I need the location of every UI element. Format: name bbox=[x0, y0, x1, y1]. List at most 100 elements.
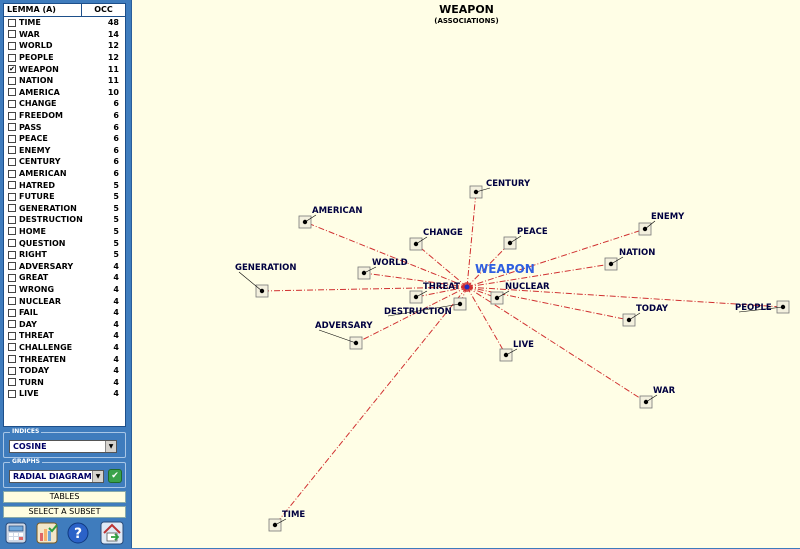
lemma-checkbox[interactable] bbox=[8, 169, 16, 178]
lemma-checkbox[interactable] bbox=[8, 123, 16, 132]
node-century[interactable]: CENTURY bbox=[469, 179, 531, 199]
help-icon[interactable]: ? bbox=[66, 521, 90, 545]
calculator-icon[interactable] bbox=[4, 521, 28, 545]
indices-select[interactable]: COSINE ▼ bbox=[9, 440, 117, 453]
node-nation[interactable]: NATION bbox=[604, 248, 655, 271]
node-generation[interactable]: GENERATION bbox=[235, 263, 296, 298]
select-subset-button[interactable]: SELECT A SUBSET bbox=[3, 506, 126, 518]
lemma-occ: 6 bbox=[113, 111, 119, 121]
lemma-checkbox[interactable] bbox=[8, 76, 16, 85]
node-nuclear[interactable]: NUCLEAR bbox=[490, 282, 550, 305]
lemma-checkbox[interactable] bbox=[8, 285, 16, 294]
checkmark-icon[interactable]: ✔ bbox=[108, 469, 122, 483]
lemma-checkbox[interactable] bbox=[8, 99, 16, 108]
lemma-checkbox[interactable] bbox=[8, 215, 16, 224]
occ-column-header[interactable]: OCC bbox=[94, 5, 113, 14]
lemma-checkbox[interactable] bbox=[8, 297, 16, 306]
lemma-checkbox[interactable] bbox=[8, 262, 16, 271]
node-enemy[interactable]: ENEMY bbox=[638, 212, 685, 236]
node-today[interactable]: TODAY bbox=[622, 304, 669, 327]
lemma-checkbox[interactable]: ✔ bbox=[8, 64, 16, 74]
lemma-checkbox[interactable] bbox=[8, 41, 16, 50]
chevron-down-icon[interactable]: ▼ bbox=[92, 471, 103, 482]
node-adversary[interactable]: ADVERSARY bbox=[315, 321, 373, 350]
lemma-checkbox[interactable] bbox=[8, 192, 16, 201]
lemma-checkbox[interactable] bbox=[8, 204, 16, 213]
bar-chart-icon[interactable] bbox=[35, 521, 59, 545]
lemma-checkbox[interactable] bbox=[8, 389, 16, 398]
lemma-checkbox[interactable] bbox=[8, 308, 16, 317]
graphs-select[interactable]: RADIAL DIAGRAM ▼ bbox=[9, 470, 104, 483]
node-destruction[interactable]: DESTRUCTION bbox=[384, 297, 467, 317]
node-peace[interactable]: PEACE bbox=[503, 227, 548, 250]
lemma-checkbox[interactable] bbox=[8, 88, 16, 97]
lemma-checkbox[interactable] bbox=[8, 366, 16, 375]
lemma-checkbox[interactable] bbox=[8, 331, 16, 340]
lemma-checkbox[interactable] bbox=[8, 320, 16, 329]
tables-button[interactable]: TABLES bbox=[3, 491, 126, 503]
node-change[interactable]: CHANGE bbox=[409, 228, 463, 251]
lemma-checkbox[interactable] bbox=[8, 378, 16, 387]
node-people[interactable]: PEOPLE bbox=[735, 300, 790, 314]
lemma-checkbox[interactable] bbox=[8, 146, 16, 155]
node-threat[interactable]: THREAT bbox=[409, 282, 460, 304]
lemma-checkbox[interactable] bbox=[8, 355, 16, 364]
lemma-checkbox[interactable] bbox=[8, 250, 16, 259]
node-time[interactable]: TIME bbox=[268, 510, 305, 532]
lemma-checkbox[interactable] bbox=[8, 273, 16, 282]
node-american[interactable]: AMERICAN bbox=[298, 206, 362, 229]
lemma-checkbox[interactable] bbox=[8, 227, 16, 236]
lemma-checkbox[interactable] bbox=[8, 111, 16, 120]
lemma-checkbox[interactable] bbox=[8, 18, 16, 27]
lemma-checkbox[interactable] bbox=[8, 239, 16, 248]
lemma-checkbox[interactable] bbox=[8, 30, 16, 39]
lemma-name: LIVE bbox=[19, 389, 39, 399]
node-live[interactable]: LIVE bbox=[499, 340, 534, 362]
lemma-checkbox[interactable] bbox=[8, 343, 16, 352]
lemma-column-header[interactable]: LEMMA (A) bbox=[4, 4, 82, 16]
node-war[interactable]: WAR bbox=[639, 386, 676, 409]
home-icon[interactable] bbox=[100, 521, 124, 545]
chevron-down-icon[interactable]: ▼ bbox=[105, 441, 116, 452]
node-world[interactable]: WORLD bbox=[357, 258, 408, 280]
center-node[interactable]: WEAPON bbox=[462, 262, 535, 292]
lemma-checkbox[interactable] bbox=[8, 53, 16, 62]
lemma-checkbox[interactable] bbox=[8, 181, 16, 190]
lemma-checkbox[interactable] bbox=[8, 134, 16, 143]
lemma-checkbox[interactable] bbox=[8, 157, 16, 166]
